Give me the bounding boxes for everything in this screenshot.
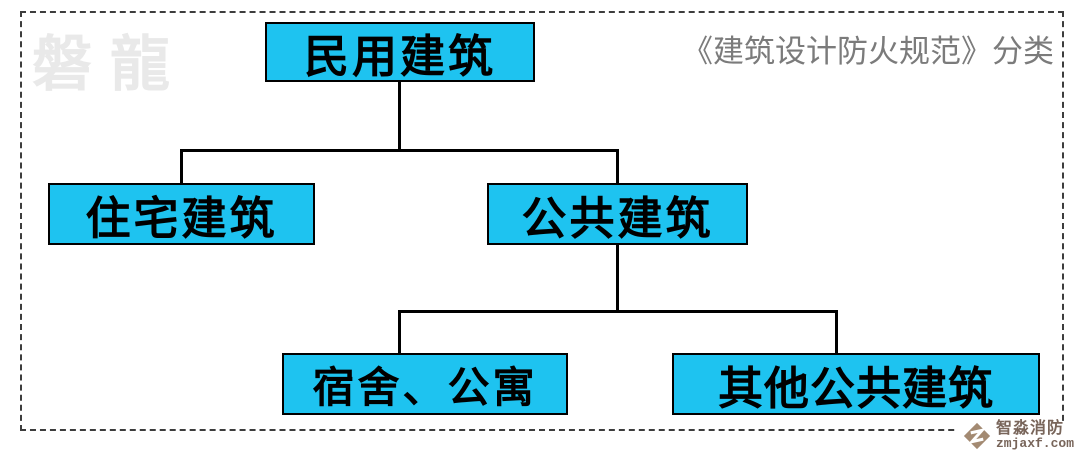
- node-public-building: 公共建筑: [487, 183, 748, 245]
- node-civil-building: 民用建筑: [265, 22, 535, 82]
- watermark-panlong: 磐龍: [32, 31, 188, 98]
- node-other-public-building: 其他公共建筑: [672, 353, 1040, 415]
- connector-root-stem: [398, 82, 401, 152]
- connector-level1-crossbar: [180, 149, 619, 152]
- connector-drop-other-public: [835, 310, 838, 355]
- connector-level2-crossbar: [398, 310, 838, 313]
- classification-title: 《建筑设计防火规范》分类: [682, 34, 1054, 69]
- brand-logo: 智淼消防 zmjaxf.com: [957, 419, 1074, 452]
- brand-name: 智淼消防: [995, 419, 1064, 437]
- connector-drop-public: [616, 149, 619, 185]
- connector-public-stem: [616, 243, 619, 313]
- connector-drop-dormitory: [398, 310, 401, 355]
- connector-drop-residential: [180, 149, 183, 185]
- brand-website: zmjaxf.com: [995, 436, 1074, 452]
- diamond-logo-icon: [963, 422, 991, 449]
- node-residential-building: 住宅建筑: [48, 183, 315, 245]
- node-dormitory-apartment: 宿舍、公寓: [282, 353, 568, 415]
